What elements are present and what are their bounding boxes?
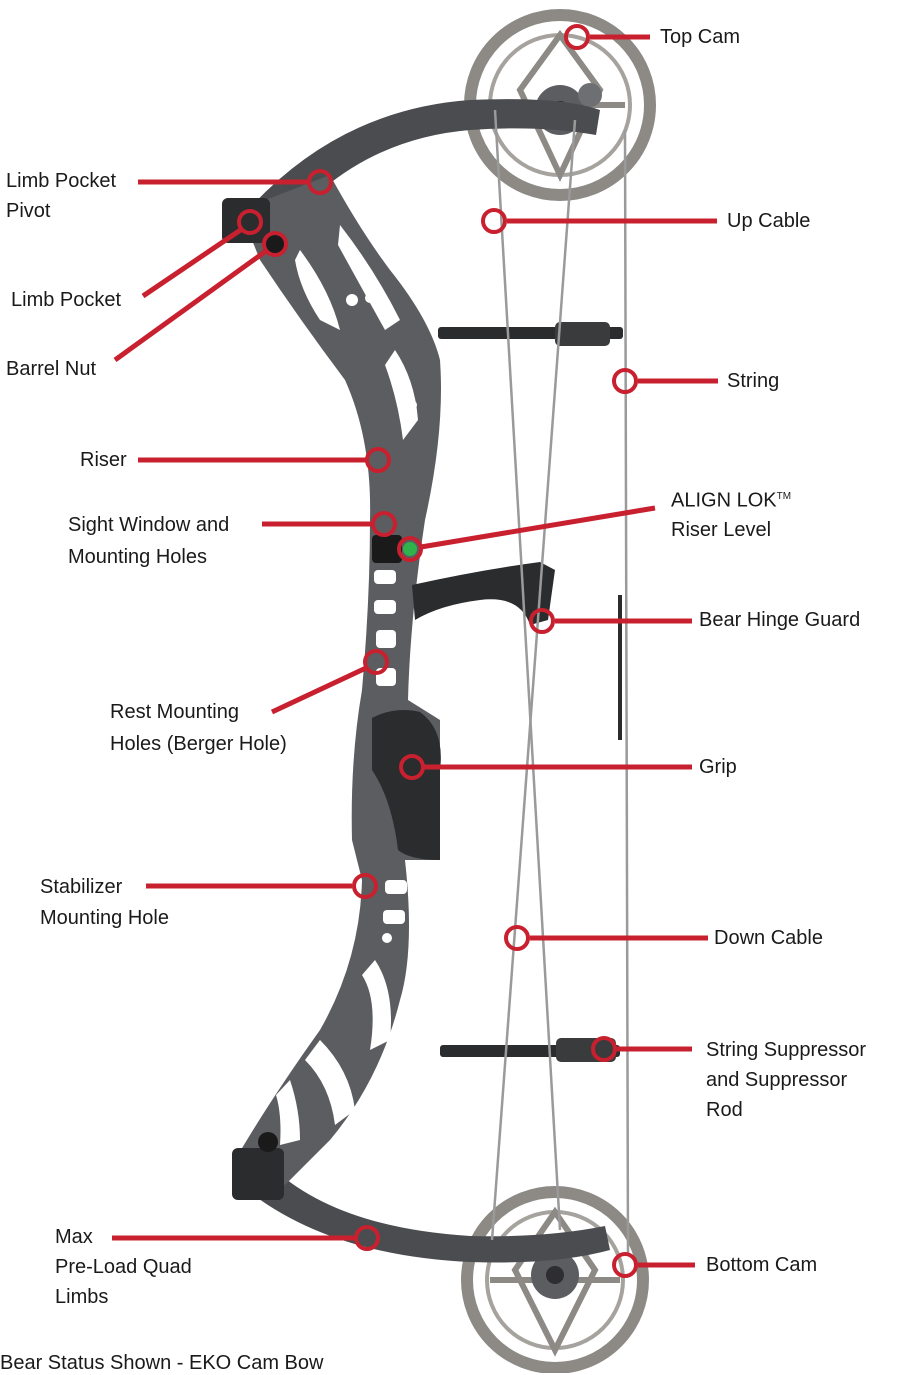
label-max-limbs-line3: Limbs: [55, 1282, 108, 1312]
label-limb-pocket: Limb Pocket: [11, 285, 121, 315]
rest-mounting-leader: [272, 668, 366, 712]
limb-pocket-leader: [143, 229, 242, 296]
label-suppressor-line3: Rod: [706, 1095, 743, 1125]
label-barrel-nut: Barrel Nut: [6, 354, 96, 384]
strings-and-cables: [492, 110, 628, 1255]
label-limb-pocket-pivot-line1: Limb Pocket: [6, 166, 116, 196]
label-string: String: [727, 366, 779, 396]
down-cable-marker: [506, 927, 528, 949]
figure-caption: Bear Status Shown - EKO Cam Bow: [0, 1352, 323, 1375]
label-down-cable: Down Cable: [714, 923, 823, 953]
align-lok-leader: [421, 508, 655, 547]
bottom-cam-marker: [614, 1254, 636, 1276]
label-align-lok-line2: Riser Level: [671, 515, 771, 545]
label-sight-window-line1: Sight Window and: [68, 510, 229, 540]
label-suppressor-line1: String Suppressor: [706, 1035, 866, 1065]
label-limb-pocket-pivot-line2: Pivot: [6, 196, 50, 226]
label-rest-mounting-line2: Holes (Berger Hole): [110, 729, 287, 759]
label-stabilizer-line2: Mounting Hole: [40, 903, 169, 933]
barrel-nut-leader: [115, 251, 266, 360]
label-bottom-cam: Bottom Cam: [706, 1250, 817, 1280]
label-rest-mounting-line1: Rest Mounting: [110, 697, 239, 727]
label-stabilizer-line1: Stabilizer: [40, 872, 122, 902]
align-lok-text: ALIGN LOK: [671, 490, 777, 512]
label-suppressor-line2: and Suppressor: [706, 1065, 847, 1095]
label-bear-hinge-guard: Bear Hinge Guard: [699, 605, 860, 635]
bow-illustration: [222, 15, 650, 1368]
lower-limb-pocket-shape: [232, 1148, 284, 1200]
label-max-limbs-line2: Pre-Load Quad: [55, 1252, 192, 1282]
label-sight-window-line2: Mounting Holes: [68, 542, 207, 572]
label-max-limbs-line1: Max: [55, 1222, 93, 1252]
label-grip: Grip: [699, 752, 737, 782]
label-top-cam: Top Cam: [660, 22, 740, 52]
trademark-mark: TM: [777, 491, 791, 502]
label-align-lok-line1: ALIGN LOKTM: [671, 482, 791, 516]
label-up-cable: Up Cable: [727, 206, 810, 236]
label-riser: Riser: [80, 445, 127, 475]
